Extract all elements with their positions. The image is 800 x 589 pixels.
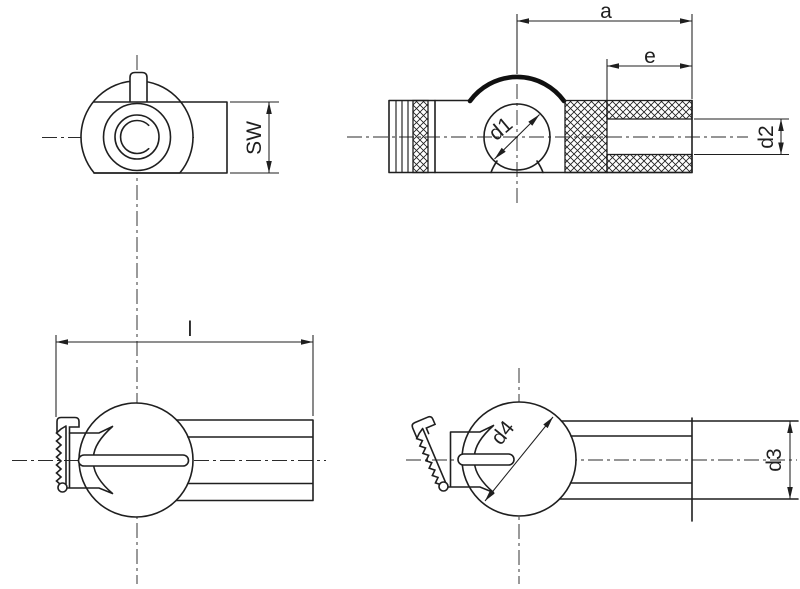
section-view: d1 a e d2 [388, 0, 789, 174]
clip-serration [55, 425, 67, 489]
thread-lines [395, 100, 409, 173]
dimension-a: a [516, 0, 693, 99]
clamp-bracket [63, 425, 114, 495]
clip-strip-edge-open [422, 428, 447, 483]
dimension-l: l [55, 318, 314, 417]
housing-inner-circle [102, 102, 172, 172]
clip-serration-open [415, 427, 446, 488]
dimension-label-l: l [188, 318, 193, 341]
clip-pivot-pin [57, 482, 68, 493]
dimension-label-d3: d3 [763, 448, 786, 471]
lock-clip-closed [55, 416, 80, 489]
clip-hook [56, 416, 80, 434]
clip-hook-open [411, 415, 437, 439]
socket-opening-flares [490, 160, 544, 174]
sealing-cap-dome [467, 74, 567, 104]
socket-tube [175, 419, 314, 502]
hatch-strip-top [606, 99, 693, 120]
dimension-label-d2: d2 [755, 125, 778, 148]
socket-tube-open [558, 417, 799, 522]
hatch-block-solid [564, 99, 608, 174]
ball-socket-circle [483, 103, 551, 171]
cross-pin-slot-open [457, 453, 515, 466]
hatch-band-left [412, 99, 429, 174]
side-view-open: d4 d3 [411, 401, 799, 522]
dimension-label-e: e [644, 45, 656, 68]
dimension-e: e [606, 45, 692, 101]
side-view-locked: l [55, 318, 314, 518]
dimension-label-sw: SW [243, 121, 266, 155]
hex-body-outline [93, 101, 228, 174]
hatch-strip-bottom [606, 153, 693, 174]
retaining-ring [119, 119, 150, 155]
dimension-d3: d3 [763, 421, 793, 499]
dimension-d2: d2 [694, 118, 789, 156]
dimension-sw: SW [230, 101, 279, 174]
body-outline [388, 99, 693, 174]
dimension-label-a: a [600, 0, 612, 23]
bore-circle [114, 114, 160, 160]
clamp-bracket-open [444, 424, 495, 494]
clip-pivot-pin-open [438, 481, 449, 492]
front-view: SW [80, 71, 279, 174]
lock-clip-open [411, 415, 447, 488]
dimension-d1: d1 [484, 113, 540, 160]
top-tab [129, 71, 148, 102]
cross-pin-slot [77, 454, 190, 467]
